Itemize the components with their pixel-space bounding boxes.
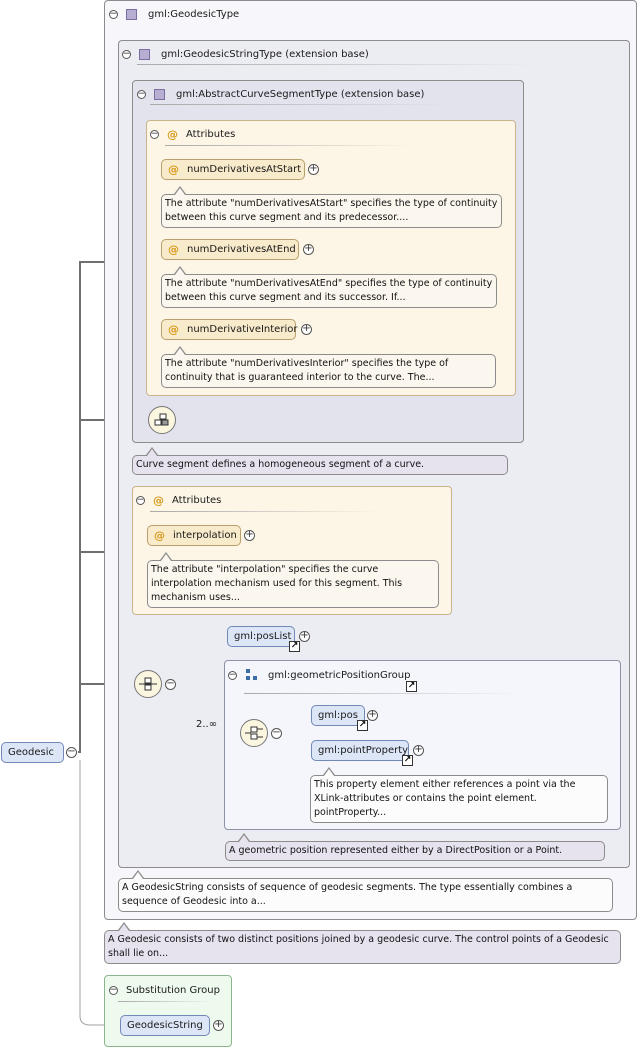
element-name: Geodesic xyxy=(8,747,55,758)
attributes-label: Attributes xyxy=(172,494,222,506)
collapse-icon[interactable]: − xyxy=(165,678,176,690)
collapse-icon[interactable]: − xyxy=(109,984,118,995)
attribute-icon: @ xyxy=(168,163,179,176)
choice-glyph xyxy=(245,726,263,740)
substitution-group-label: Substitution Group xyxy=(126,984,220,996)
element-pos[interactable]: gml:pos xyxy=(311,705,365,726)
substitution-element-geodesic-string[interactable]: GeodesicString xyxy=(120,1015,210,1036)
any-attribute-glyph xyxy=(154,413,169,426)
attribute-interpolation[interactable]: @ interpolation xyxy=(147,525,241,546)
element-name: gml:posList xyxy=(234,631,292,642)
note-tail xyxy=(147,449,157,456)
element-name: GeodesicString xyxy=(127,1020,203,1031)
abstract-curve-segment-note: Curve segment defines a homogeneous segm… xyxy=(132,455,508,475)
geodesic-type-header[interactable]: − gml:GeodesicType xyxy=(109,6,239,22)
attributes-label: Attributes xyxy=(186,128,236,140)
header-divider xyxy=(165,145,415,146)
attribute-num-derivatives-at-start[interactable]: @ numDerivativesAtStart xyxy=(161,159,305,180)
collapse-icon[interactable]: − xyxy=(137,88,146,99)
abstract-curve-segment-type-label: gml:AbstractCurveSegmentType (extension … xyxy=(176,88,425,100)
substitution-group-header[interactable]: − Substitution Group xyxy=(109,982,220,998)
geodesic-type-note: A Geodesic consists of two distinct posi… xyxy=(104,930,621,964)
expand-icon[interactable]: + xyxy=(303,243,314,255)
root-element-geodesic[interactable]: Geodesic xyxy=(1,742,64,763)
note-tail xyxy=(119,924,129,931)
complex-type-icon xyxy=(126,8,137,20)
attribute-icon: @ xyxy=(154,529,165,542)
collapse-icon[interactable]: − xyxy=(150,128,159,139)
expand-icon[interactable]: + xyxy=(367,709,378,721)
attribute-num-derivatives-at-end[interactable]: @ numDerivativesAtEnd xyxy=(161,239,299,260)
element-pos-list[interactable]: gml:posList xyxy=(227,626,295,647)
note-tail xyxy=(175,268,185,275)
occurrence-label: 2..∞ xyxy=(196,719,218,730)
geometric-position-group-header[interactable]: − gml:geometricPositionGroup xyxy=(228,667,410,683)
attribute-note: The attribute "numDerivativesInterior" s… xyxy=(161,354,496,388)
reference-link-icon[interactable]: ↗ xyxy=(402,755,413,766)
attribute-icon: @ xyxy=(153,493,164,507)
collapse-icon[interactable]: − xyxy=(136,494,145,505)
attributes-header-outer[interactable]: − @ Attributes xyxy=(136,492,221,508)
sequence-glyph xyxy=(139,677,157,691)
complex-type-icon xyxy=(139,48,150,60)
attribute-name: numDerivativesAtEnd xyxy=(187,244,296,255)
note-tail xyxy=(175,348,185,355)
header-divider xyxy=(150,104,450,105)
reference-link-icon[interactable]: ↗ xyxy=(406,681,417,692)
collapse-icon[interactable]: − xyxy=(66,746,77,758)
reference-link-icon[interactable]: ↗ xyxy=(289,641,300,652)
attribute-name: interpolation xyxy=(173,530,237,541)
note-tail xyxy=(324,769,334,776)
point-property-note: This property element either references … xyxy=(310,775,608,823)
geodesic-type-label: gml:GeodesicType xyxy=(148,8,240,20)
attribute-icon: @ xyxy=(167,127,178,141)
expand-icon[interactable]: + xyxy=(301,323,312,335)
geodesic-string-type-label: gml:GeodesicStringType (extension base) xyxy=(161,48,369,60)
collapse-icon[interactable]: − xyxy=(228,669,237,680)
element-name: gml:pointProperty xyxy=(318,745,409,756)
choice-compositor-icon[interactable] xyxy=(240,719,268,747)
header-divider xyxy=(244,693,524,694)
header-divider xyxy=(137,64,537,65)
element-point-property[interactable]: gml:pointProperty xyxy=(311,740,409,761)
header-divider xyxy=(150,511,380,512)
collapse-icon[interactable]: − xyxy=(122,48,131,59)
collapse-icon[interactable]: − xyxy=(109,8,118,19)
expand-icon[interactable]: + xyxy=(413,744,424,756)
attribute-note: The attribute "numDerivativesAtEnd" spec… xyxy=(161,274,497,308)
expand-icon[interactable]: + xyxy=(213,1019,224,1031)
note-tail xyxy=(239,835,249,842)
header-divider xyxy=(118,1001,213,1002)
attribute-note: The attribute "interpolation" specifies … xyxy=(147,560,439,608)
expand-icon[interactable]: + xyxy=(299,630,310,642)
expand-icon[interactable]: + xyxy=(244,529,255,541)
note-tail xyxy=(133,872,143,879)
abstract-curve-segment-type-header[interactable]: − gml:AbstractCurveSegmentType (extensio… xyxy=(137,86,424,102)
attribute-name: numDerivativeInterior xyxy=(187,324,298,335)
note-tail xyxy=(175,188,185,195)
any-attribute-icon[interactable] xyxy=(148,406,176,434)
attribute-icon: @ xyxy=(168,243,179,256)
element-name: gml:pos xyxy=(318,710,358,721)
geometric-position-group-label: gml:geometricPositionGroup xyxy=(268,669,411,681)
geodesic-string-type-header[interactable]: − gml:GeodesicStringType (extension base… xyxy=(122,46,369,62)
sequence-compositor-icon[interactable] xyxy=(134,670,162,698)
expand-icon[interactable]: + xyxy=(308,163,319,175)
attribute-name: numDerivativesAtStart xyxy=(187,164,302,175)
attribute-note: The attribute "numDerivativesAtStart" sp… xyxy=(161,194,502,228)
geodesic-string-type-note: A GeodesicString consists of sequence of… xyxy=(118,878,613,912)
note-tail xyxy=(161,554,171,561)
collapse-icon[interactable]: − xyxy=(271,727,282,739)
complex-type-icon xyxy=(154,88,165,100)
group-icon xyxy=(246,669,257,680)
attribute-num-derivative-interior[interactable]: @ numDerivativeInterior xyxy=(161,319,298,340)
attributes-header-inner[interactable]: − @ Attributes xyxy=(150,126,235,142)
reference-link-icon[interactable]: ↗ xyxy=(357,720,368,731)
geometric-position-group-note: A geometric position represented either … xyxy=(225,841,605,861)
attribute-icon: @ xyxy=(168,323,179,336)
